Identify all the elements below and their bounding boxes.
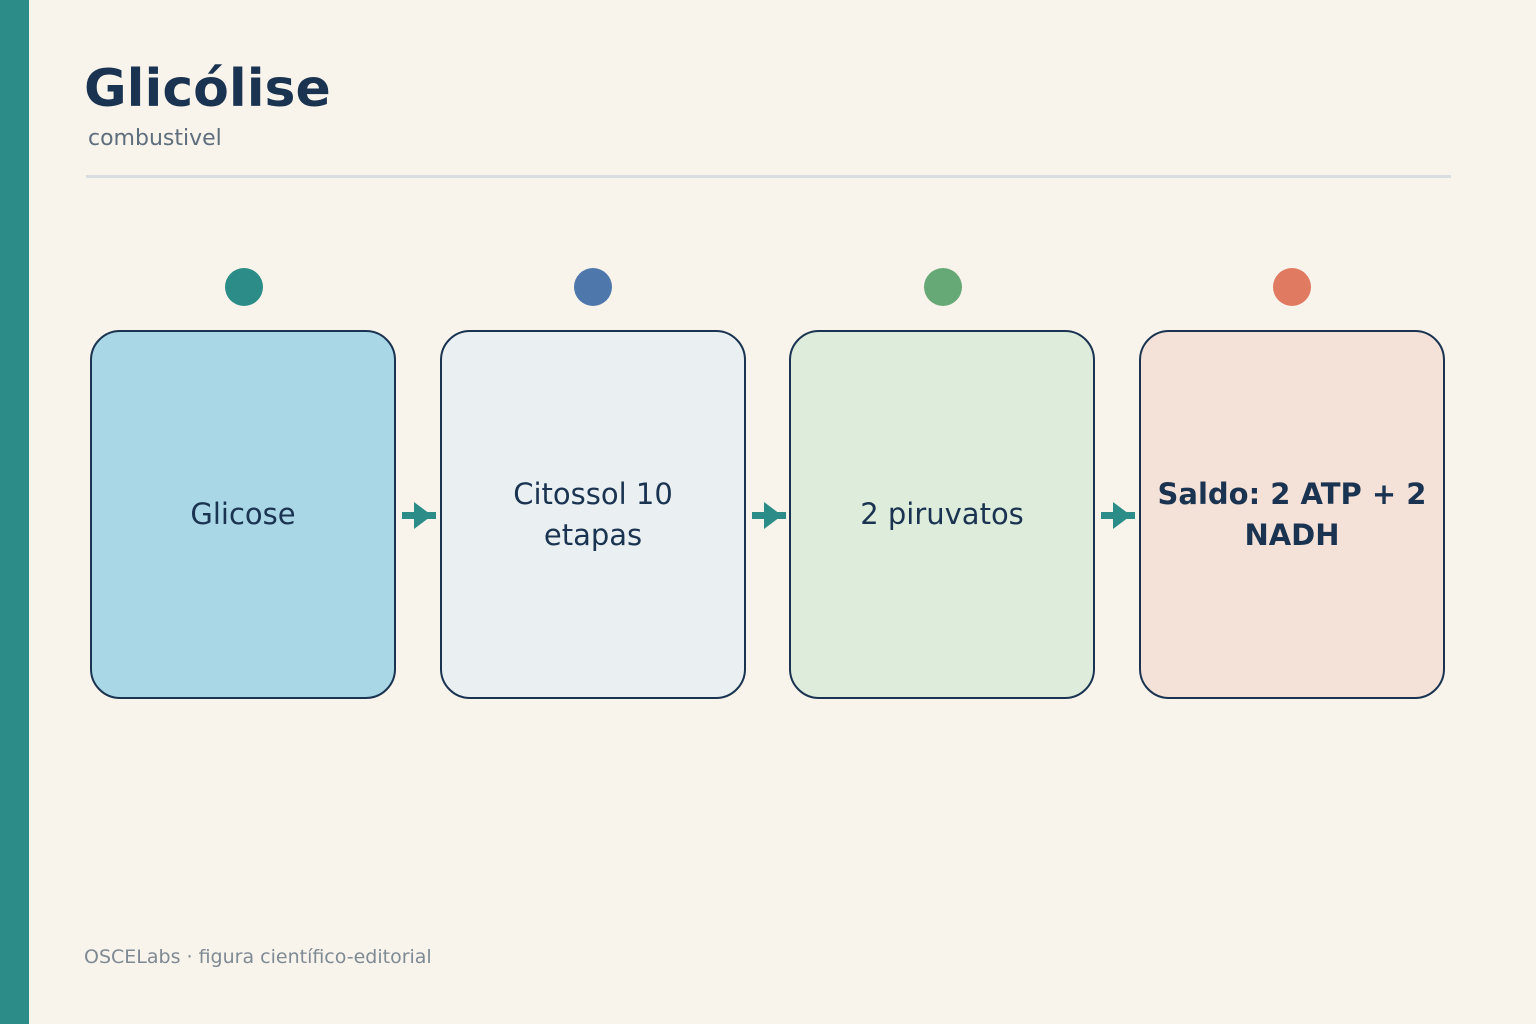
step-3-card: 2 piruvatos xyxy=(789,330,1095,699)
page-subtitle: combustivel xyxy=(88,126,222,151)
step-4-label: Saldo: 2 ATP + 2 NADH xyxy=(1157,476,1427,552)
step-1-label: Glicose xyxy=(190,497,296,532)
accent-sidebar-bar xyxy=(0,0,29,1024)
step-3-marker xyxy=(924,268,962,306)
arrow-right-icon xyxy=(1101,502,1135,529)
step-4-marker xyxy=(1273,268,1311,306)
step-2-marker xyxy=(574,268,612,306)
step-2-card: Citossol 10 etapas xyxy=(440,330,746,699)
step-4-card: Saldo: 2 ATP + 2 NADH xyxy=(1139,330,1445,699)
page-title: Glicólise xyxy=(84,59,331,119)
step-2-label: Citossol 10 etapas xyxy=(513,476,673,552)
header-divider xyxy=(86,175,1451,178)
footer-credit: OSCELabs · figura científico-editorial xyxy=(84,946,432,968)
step-3-label: 2 piruvatos xyxy=(860,497,1024,532)
arrow-right-icon xyxy=(752,502,786,529)
arrow-right-icon xyxy=(402,502,436,529)
step-1-card: Glicose xyxy=(90,330,396,699)
step-1-marker xyxy=(225,268,263,306)
